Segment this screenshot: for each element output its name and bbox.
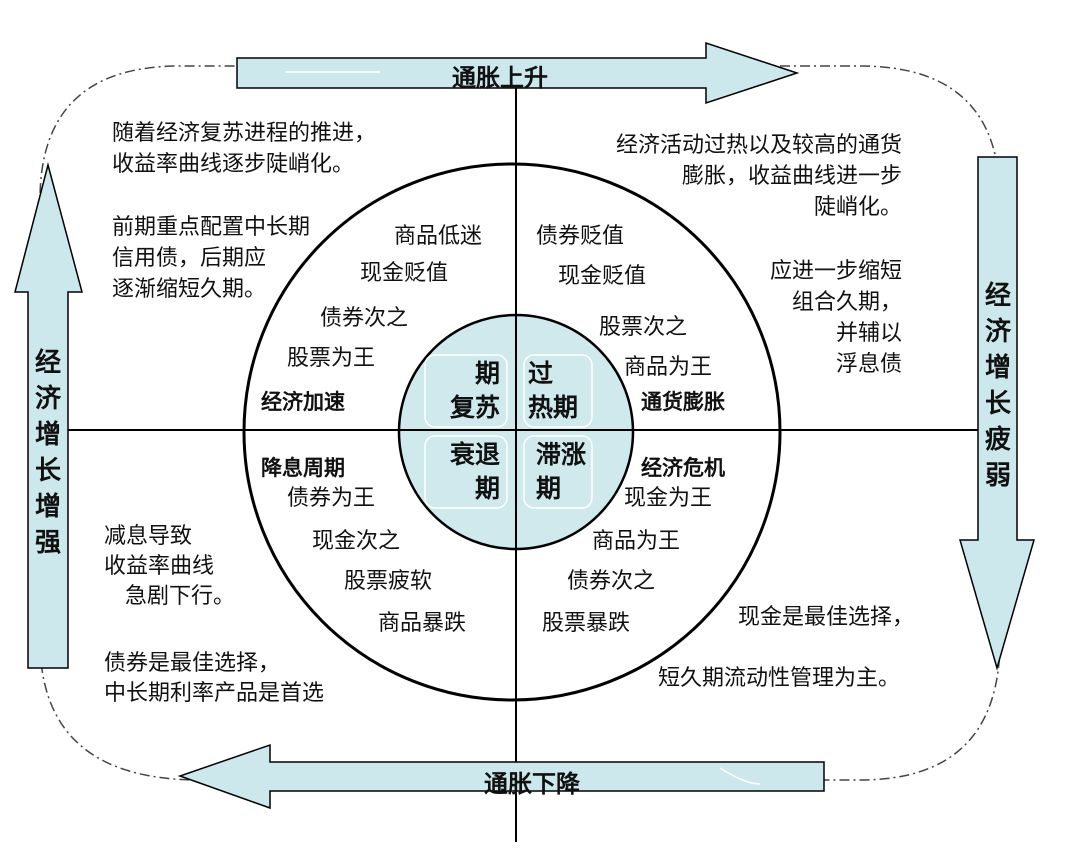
- note-top-left-1: 随着经济复苏进程的推进， 收益率曲线逐步陡峭化。: [112, 121, 377, 177]
- note-bottom-left-1: 减息导致 收益率曲线 急剧下行。: [104, 524, 235, 609]
- note-bottom-right-2: 短久期流动性管理为主。: [658, 666, 901, 691]
- left-arrow: [14, 162, 83, 669]
- top-arrow: [236, 41, 800, 105]
- top-arrow-label: 通胀上升: [452, 64, 548, 92]
- stage-top-left: 经济加速: [261, 390, 345, 414]
- ranking-item: 债券次之: [320, 306, 409, 331]
- ranking-item: 股票次之: [599, 315, 688, 340]
- ranking-item: 现金贬值: [558, 264, 647, 289]
- note-top-right-1: 经济活动过热以及较高的通货 膨胀，收益曲线进一步 陡峭化。: [615, 133, 902, 220]
- ranking-item: 债券为王: [287, 486, 376, 511]
- ranking-item: 商品暴跌: [378, 611, 467, 636]
- ranking-item: 商品为王: [624, 355, 713, 380]
- left-arrow-label: 经济增长增强: [34, 348, 61, 558]
- note-top-left-2: 前期重点配置中长期 信用债，后期应 逐渐缩短久期。: [112, 215, 311, 302]
- ranking-item: 股票暴跌: [542, 611, 631, 636]
- phase-stagflation: 滞涨 期: [536, 440, 587, 503]
- ranking-item: 现金为王: [624, 486, 713, 511]
- stage-bottom-left: 降息周期: [261, 456, 345, 480]
- phase-recovery: 期 复苏: [449, 359, 500, 422]
- ranking-item: 股票疲软: [344, 569, 433, 594]
- ranking-item: 债券次之: [567, 569, 656, 594]
- stage-top-right: 通货膨胀: [641, 390, 725, 414]
- note-top-right-2: 应进一步缩短 组合久期， 并辅以 浮息债: [769, 259, 902, 377]
- phase-overheat: 过 热期: [528, 359, 579, 422]
- bottom-arrow-label: 通胀下降: [484, 770, 580, 798]
- ranking-item: 现金贬值: [360, 261, 449, 286]
- right-arrow-label: 经济增长疲弱: [984, 281, 1011, 491]
- outer-circle: [242, 162, 782, 702]
- phase-recession: 衰退 期: [449, 440, 500, 503]
- right-arrow: [959, 156, 1035, 671]
- note-bottom-left-2: 债券是最佳选择， 中长期利率产品是首选: [104, 651, 325, 706]
- note-bottom-right-1: 现金是最佳选择，: [738, 605, 915, 630]
- ranking-item: 股票为王: [287, 346, 376, 371]
- phase-cell-recovery: [424, 354, 508, 428]
- arrow-highlight: [719, 767, 761, 785]
- stage-bottom-right: 经济危机: [641, 456, 725, 480]
- ranking-item: 商品低迷: [394, 224, 483, 249]
- ranking-item: 商品为王: [592, 529, 681, 554]
- ranking-item: 债券贬值: [536, 224, 625, 249]
- phase-cell-stagflation: [523, 435, 593, 509]
- phase-cell-recession: [424, 435, 508, 509]
- ranking-item: 现金次之: [312, 529, 401, 554]
- bottom-arrow: [177, 743, 825, 810]
- phase-cell-overheat: [523, 354, 593, 428]
